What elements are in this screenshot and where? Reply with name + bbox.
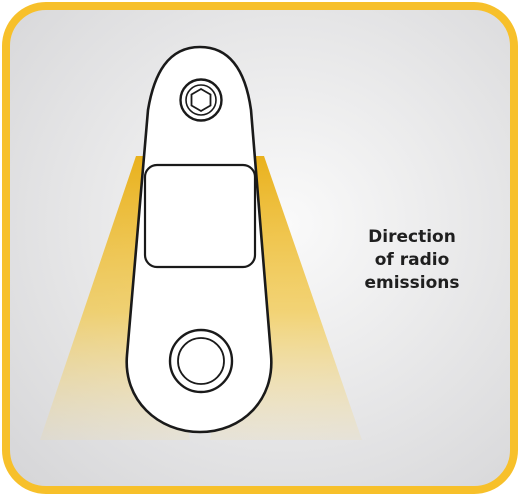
round-button-icon [168,328,234,394]
caption-line-3: emissions [364,273,460,293]
emission-direction-label: Direction of radio emissions [352,226,472,295]
caption-line-1: Direction [368,227,456,247]
caption-line-2: of radio [374,250,450,270]
device-window [143,163,257,269]
hex-socket-bolt-icon [179,78,223,122]
